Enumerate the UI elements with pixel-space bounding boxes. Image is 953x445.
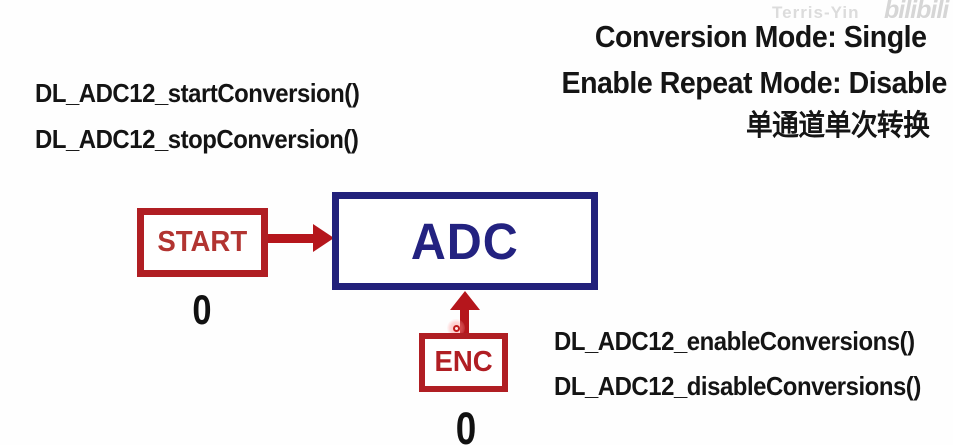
arrow-enc-to-adc-head bbox=[450, 291, 480, 310]
laser-pointer-ring bbox=[452, 324, 460, 332]
enc-value-zero: 0 bbox=[455, 403, 477, 445]
arrow-start-to-adc-head bbox=[313, 224, 334, 252]
bilibili-logo: bilibili bbox=[884, 0, 949, 24]
arrow-start-to-adc-shaft bbox=[268, 234, 315, 243]
api-enable-conversions-text: DL_ADC12_enableConversions() bbox=[554, 326, 915, 356]
start-value-zero: 0 bbox=[192, 286, 212, 333]
chinese-caption-text: 单通道单次转换 bbox=[746, 110, 930, 142]
enc-box: ENC bbox=[419, 333, 508, 392]
api-stop-conversion: DL_ADC12_stopConversion() bbox=[35, 125, 387, 154]
api-stop-conversion-text: DL_ADC12_stopConversion() bbox=[35, 124, 359, 154]
repeat-mode-text: Enable Repeat Mode: Disable bbox=[561, 65, 948, 100]
start-box-label: START bbox=[157, 226, 248, 258]
author-watermark: Terris-Yin bbox=[772, 3, 860, 22]
adc-box: ADC bbox=[332, 192, 598, 290]
start-box: START bbox=[137, 208, 268, 277]
api-start-conversion: DL_ADC12_startConversion() bbox=[35, 79, 388, 108]
api-start-conversion-text: DL_ADC12_startConversion() bbox=[35, 78, 360, 108]
enc-box-label: ENC bbox=[434, 346, 493, 378]
conversion-mode-text: Conversion Mode: Single bbox=[595, 19, 927, 54]
api-disable-conversions: DL_ADC12_disableConversions() bbox=[554, 372, 953, 401]
api-enable-conversions: DL_ADC12_enableConversions() bbox=[554, 327, 946, 356]
adc-box-label: ADC bbox=[411, 212, 519, 270]
api-disable-conversions-text: DL_ADC12_disableConversions() bbox=[554, 371, 921, 401]
conversion-mode-heading: Conversion Mode: Single bbox=[566, 19, 927, 54]
repeat-mode-heading: Enable Repeat Mode: Disable bbox=[528, 65, 948, 100]
chinese-caption: 单通道单次转换 bbox=[730, 110, 930, 142]
laser-pointer-dot bbox=[447, 319, 465, 337]
arrow-enc-to-adc-shaft bbox=[460, 309, 469, 335]
